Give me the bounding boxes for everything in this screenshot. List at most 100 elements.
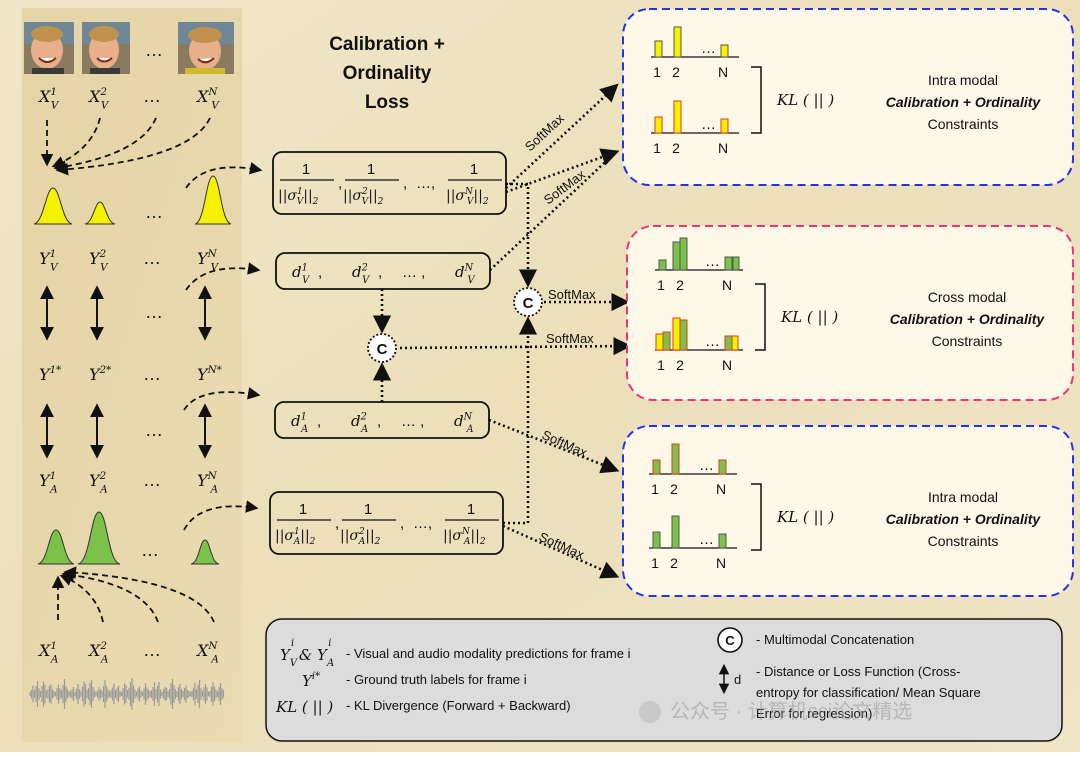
- panel-2-hist-bottom-ellipsis: …: [705, 333, 720, 350]
- panel-2-line3: Constraints: [932, 333, 1003, 349]
- video-frame-1: [24, 22, 74, 74]
- legend-text-kl: - KL Divergence (Forward + Backward): [346, 698, 571, 713]
- panel-2-hist-top-bar-5: [732, 256, 740, 271]
- panel-2-hist-bottom-tick-1: 1: [657, 357, 665, 373]
- panel-3-hist-top-bar-1: [652, 459, 661, 475]
- panel-2-bracket: [755, 283, 766, 351]
- panel-2-hist-top-tick-N: N: [722, 277, 732, 293]
- panel-3-hist-bottom-tick-N: N: [716, 555, 726, 571]
- legend-text-distance-2: entropy for classification/ Mean Square: [756, 685, 981, 700]
- panel-2-hist-bottom-bar-6: [731, 335, 739, 351]
- double-arrows-audio-ellipsis: …: [145, 420, 163, 440]
- visual-distributions: …: [33, 175, 232, 225]
- panel-2-hist-top-bar-2: [672, 241, 681, 271]
- panel-2-hist-bottom-bar-5: [724, 335, 733, 351]
- concat-node-center: C: [367, 333, 397, 363]
- panel-3-kl-label: KL ( || ): [776, 508, 834, 526]
- panel-2-hist-top-tick-1: 1: [657, 277, 665, 293]
- audio-prediction-ellipsis: …: [143, 470, 161, 490]
- panel-1-hist-bottom-tick-N: N: [718, 140, 728, 156]
- panel-3-hist-top-tick-2: 2: [670, 481, 678, 497]
- double-arrows-visual-gt: [40, 285, 212, 341]
- visual-distribution-2: [84, 201, 116, 225]
- panel-2-kl-label: KL ( || ): [780, 308, 838, 326]
- audio-distribution-ellipsis: …: [141, 540, 159, 560]
- concat-node-center-label: C: [377, 341, 388, 358]
- box-comma: ,: [377, 413, 381, 430]
- panel-2-hist-top-tick-2: 2: [676, 277, 684, 293]
- panel-1-hist-top-bar-3: [720, 44, 729, 58]
- panel-1-hist-top-tick-N: N: [718, 64, 728, 80]
- legend-box: YVi & YAi - Visual and audio modality pr…: [265, 618, 1063, 742]
- ground-truth-label-ellipsis: …: [143, 364, 161, 384]
- panel-1-hist-top-ellipsis: …: [701, 40, 716, 57]
- visual-input-ellipsis: …: [143, 86, 161, 106]
- panel-3-hist-bottom-tick-2: 2: [670, 555, 678, 571]
- panel-3-hist-bottom-tick-1: 1: [651, 555, 659, 571]
- panel-3-bracket: [751, 483, 762, 551]
- panel-1-hist-bottom-tick-2: 2: [672, 140, 680, 156]
- panel-2-hist-bottom-bar-1: [655, 333, 664, 351]
- audio-sigma-numerator-2: 1: [364, 501, 372, 518]
- audio-distribution-2: [77, 511, 121, 565]
- double-arrows-audio-gt: [40, 403, 212, 459]
- audio-sigma-numerator-n: 1: [467, 501, 475, 518]
- column-to-box-curves: [183, 162, 263, 531]
- panel-1-kl-label: KL ( || ): [776, 91, 834, 109]
- visual-distribution-ellipsis: …: [145, 202, 163, 222]
- box-comma: ,: [400, 515, 404, 532]
- watermark-text: 公众号 · 计算机sci论文精选: [670, 700, 912, 723]
- visual-sigma-numerator-n: 1: [470, 161, 478, 178]
- panel-3-line2: Calibration + Ordinality: [886, 511, 1042, 527]
- diagram-title-line1: Calibration +: [329, 34, 445, 55]
- box-comma: ,: [335, 515, 339, 532]
- softmax-label-3: SoftMax: [548, 287, 596, 302]
- audio-distributions: …: [37, 511, 220, 565]
- legend-text-ground-truth: - Ground truth labels for frame i: [346, 672, 527, 687]
- visual-distribution-1: [33, 187, 73, 225]
- panel-2-hist-top-bar-3: [679, 237, 688, 271]
- concat-node-top-label: C: [523, 295, 534, 312]
- panel-2-hist-top-ellipsis: …: [705, 253, 720, 270]
- legend-text-distance-3: Error for regression): [756, 706, 872, 721]
- box-comma: ,: [317, 413, 321, 430]
- visual-prediction-ellipsis: …: [143, 248, 161, 268]
- visual-input-curves: [40, 117, 211, 176]
- video-frame-2: [82, 22, 130, 74]
- legend-text-predictions: - Visual and audio modality predictions …: [346, 646, 631, 661]
- panel-1-line2: Calibration + Ordinality: [886, 94, 1042, 110]
- panel-3-hist-bottom-ellipsis: …: [699, 531, 714, 548]
- panel-3-hist-top-tick-1: 1: [651, 481, 659, 497]
- watermark: 公众号 · 计算机sci论文精选: [639, 700, 912, 723]
- panel-1-hist-top-bar-2: [673, 26, 682, 58]
- panel-1-hist-bottom-tick-1: 1: [653, 140, 661, 156]
- panel-1-hist-bottom-bar-1: [654, 116, 663, 134]
- panel-2-hist-bottom-bar-3: [672, 317, 681, 351]
- audio-sigma-numerator-1: 1: [299, 501, 307, 518]
- panel-2-line2: Calibration + Ordinality: [890, 311, 1046, 327]
- panel-2-hist-bottom-bar-2: [662, 331, 671, 351]
- box-ellipsis: …,: [416, 175, 435, 192]
- audio-input-ellipsis: …: [143, 640, 161, 660]
- legend-concat-icon: [717, 627, 743, 653]
- panel-1-line1: Intra modal: [928, 72, 998, 88]
- legend-text-concat: - Multimodal Concatenation: [756, 632, 914, 647]
- box-ellipsis: … ,: [402, 264, 425, 281]
- visual-distribution-n: [194, 175, 232, 225]
- box-ellipsis: …,: [413, 515, 432, 532]
